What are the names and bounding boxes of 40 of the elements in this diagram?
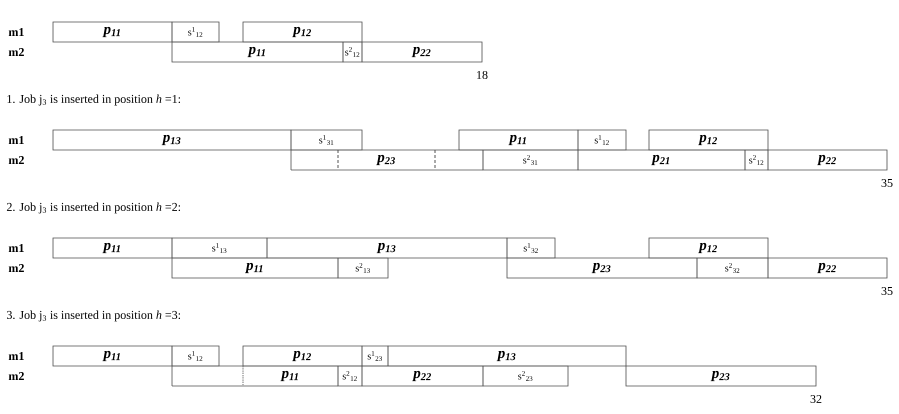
operation-bar: p$_{22}$ (362, 366, 484, 386)
operation-bar: p$_{11}$ (52, 238, 172, 258)
operation-bar: p$_{11}$ (458, 130, 578, 150)
operation-bar: p$_{23}$ (506, 258, 698, 278)
machine-label: m2 (8, 372, 24, 380)
machine-label: m2 (8, 156, 24, 164)
operation-bar: p$_{12}$ (242, 22, 362, 42)
operation-bar: p$_{12}$ (648, 238, 768, 258)
operation-bar: p$_{22}$ (768, 258, 888, 278)
idle-bar (172, 366, 244, 386)
operation-bar: p$_{11}$ (52, 22, 172, 42)
makespan-value: 35 (882, 286, 893, 296)
machine-label: m1 (8, 244, 24, 252)
makespan-value: 35 (882, 178, 893, 188)
operation-bar: p$_{22}$ (362, 42, 482, 62)
operation-bar: p$_{11}$ (52, 346, 172, 366)
machine-label: m2 (8, 264, 24, 272)
makespan-value: 18 (477, 70, 488, 80)
operation-bar: p$_{11}$ (172, 258, 338, 278)
operation-bar: p$_{12}$ (648, 130, 768, 150)
machine-label: m1 (8, 136, 24, 144)
operation-bar: p$_{22}$ (768, 150, 888, 170)
operation-bar: p$_{13}$ (52, 130, 292, 150)
idle-bar (290, 150, 338, 170)
makespan-value: 32 (810, 394, 822, 404)
heading: 1. Job j$_{3}$ is inserted in position h =1: (7, 94, 180, 106)
operation-bar: p$_{23}$ (626, 366, 816, 386)
heading: 2. Job j$_{3}$ is inserted in position h =2: (6, 202, 180, 214)
machine-label: m2 (8, 48, 24, 56)
operation-bar: p$_{23}$ (338, 150, 436, 170)
machine-label: m1 (8, 28, 24, 36)
operation-bar: p$_{21}$ (578, 150, 746, 170)
operation-bar: p$_{11}$ (172, 42, 344, 62)
operation-bar: p$_{12}$ (242, 346, 362, 366)
operation-bar: p$_{11}$ (242, 366, 338, 386)
operation-bar: p$_{13}$ (266, 238, 508, 258)
heading: 3. Job j$_{3}$ is inserted in position h =3: (7, 310, 180, 322)
idle-bar (434, 150, 484, 170)
machine-label: m1 (8, 352, 24, 360)
operation-bar: p$_{13}$ (388, 346, 626, 366)
